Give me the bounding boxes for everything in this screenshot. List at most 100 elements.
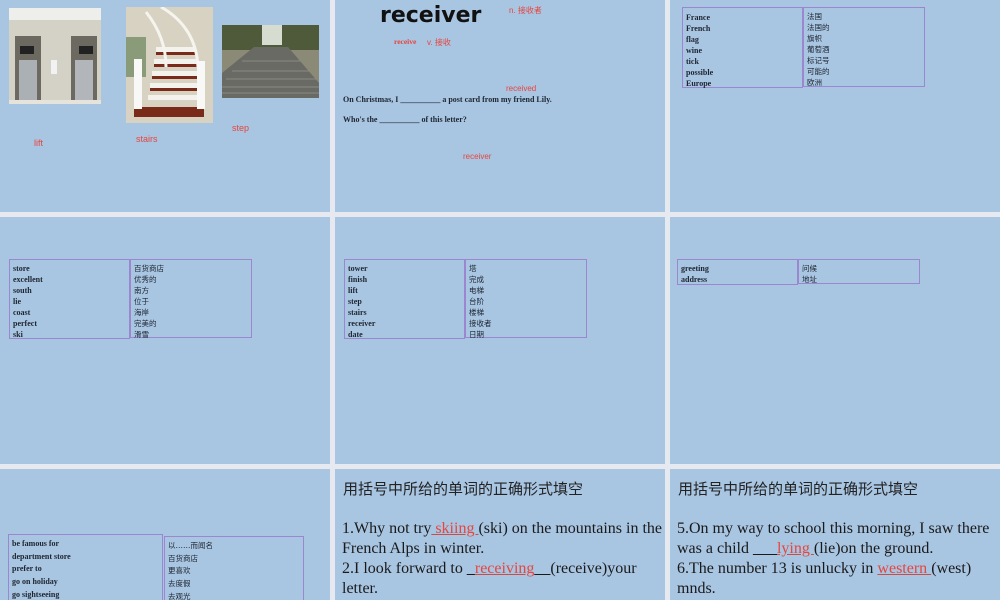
- phrase: go sightseeing: [12, 589, 60, 599]
- exercise-title: 用括号中所给的单词的正确形式填空: [678, 480, 919, 498]
- phrase: department store: [12, 551, 71, 561]
- q6-rest: (west) mnds.: [677, 560, 972, 597]
- vocab-table: store excellent south lie coast perfect …: [9, 259, 252, 339]
- sentence-1-blank: __________: [400, 95, 441, 104]
- slide-2-receiver[interactable]: receiver n. 接收者 receive v. 接收 received O…: [335, 0, 665, 212]
- slide-6-vocab[interactable]: greeting address 问候 地址: [670, 217, 1000, 464]
- vocab-meaning: 标记号: [807, 56, 830, 65]
- vocab-meaning: 塔: [469, 264, 477, 273]
- vocab-word: step: [348, 297, 362, 306]
- vocab-meaning: 南方: [134, 286, 149, 295]
- vocab-meaning: 电梯: [469, 286, 484, 295]
- headword-pos: n. 接收者: [509, 6, 542, 15]
- question-6: 6.The number 13 is unlucky in western (w…: [677, 559, 997, 599]
- q5-answer: lying: [776, 540, 814, 557]
- english-column: be famous for department store prefer to…: [8, 534, 163, 600]
- vocab-meaning: 滑雪: [134, 330, 149, 339]
- q6-answer: western: [877, 560, 932, 577]
- phrase: go on holiday: [12, 577, 58, 587]
- vocab-word: France: [686, 13, 710, 22]
- vocab-word: store: [13, 264, 30, 273]
- q2-rest: (receive)your letter.: [342, 560, 637, 597]
- q2-text: 2.I look forward to: [342, 560, 467, 577]
- chinese-column: 以……而闻名 百货商店 更喜欢 去度假 去观光: [164, 536, 304, 600]
- slide-7-phrases[interactable]: be famous for department store prefer to…: [0, 469, 330, 600]
- vocab-meaning: 法国的: [807, 23, 830, 32]
- vocab-word: lie: [13, 297, 21, 306]
- answer-receiver: receiver: [463, 152, 492, 161]
- sentence-1: On Christmas, I __________ a post card f…: [343, 95, 552, 104]
- vocab-meaning: 海岸: [134, 308, 149, 317]
- exercise-body: 1.Why not try skiing (ski) on the mounta…: [342, 519, 662, 599]
- vocab-word: perfect: [13, 319, 37, 328]
- vocab-meaning: 完美的: [134, 319, 157, 328]
- vocab-meaning: 台阶: [469, 297, 484, 306]
- vocab-word: south: [13, 286, 32, 295]
- q5-blank-pre: ___: [752, 540, 777, 557]
- vocab-meaning: 日期: [469, 330, 484, 339]
- chinese-column: 百货商店 优秀的 南方 位于 海岸 完美的 滑雪: [130, 259, 252, 339]
- phrase-meaning: 以……而闻名: [168, 541, 213, 550]
- sentence-2-blank: __________: [379, 115, 420, 124]
- english-column: France French flag wine tick possible Eu…: [682, 7, 803, 88]
- q5-rest: (lie)on the ground.: [813, 540, 934, 557]
- english-column: tower finish lift step stairs receiver d…: [344, 259, 465, 339]
- vocab-word: address: [681, 275, 708, 284]
- vocab-meaning: 位于: [134, 297, 149, 306]
- q5-text: 5.On my way to school this morning, I sa…: [677, 520, 990, 557]
- q2-blank-post: __: [534, 560, 551, 577]
- vocab-word: greeting: [681, 264, 709, 273]
- sentence-1-start: On Christmas, I: [343, 95, 401, 104]
- chinese-column: 问候 地址: [798, 259, 920, 284]
- vocab-meaning: 优秀的: [134, 275, 157, 284]
- vocab-meaning: 问候: [802, 264, 817, 273]
- slide-8-exercise[interactable]: 用括号中所给的单词的正确形式填空 1.Why not try skiing (s…: [335, 469, 665, 600]
- vocab-word: tick: [686, 57, 699, 66]
- slide-5-vocab[interactable]: tower finish lift step stairs receiver d…: [335, 217, 665, 464]
- answer-received: received: [506, 84, 537, 93]
- sentence-2-end: of this letter?: [419, 115, 467, 124]
- vocab-word: excellent: [13, 275, 43, 284]
- english-column: store excellent south lie coast perfect …: [9, 259, 130, 339]
- slide-1-pictures[interactable]: lift stairs step: [0, 0, 330, 212]
- vocab-word: Europe: [686, 79, 712, 88]
- slide-4-vocab[interactable]: store excellent south lie coast perfect …: [0, 217, 330, 464]
- stairs-photo: [126, 7, 213, 123]
- phrase: be famous for: [12, 539, 60, 548]
- exercise-body: 5.On my way to school this morning, I sa…: [677, 519, 997, 599]
- vocab-table: tower finish lift step stairs receiver d…: [344, 259, 587, 339]
- sentence-2: Who's the __________ of this letter?: [343, 115, 467, 124]
- slide-3-vocab[interactable]: France French flag wine tick possible Eu…: [670, 0, 1000, 212]
- vocab-meaning: 地址: [802, 275, 817, 284]
- phrase-table: be famous for department store prefer to…: [8, 534, 304, 600]
- step-label: step: [232, 123, 250, 133]
- related-word: receive: [394, 37, 417, 46]
- stairs-label: stairs: [136, 134, 158, 144]
- vocab-word: ski: [13, 330, 23, 339]
- related-pos: v. 接收: [427, 38, 451, 47]
- vocab-word: wine: [686, 46, 702, 55]
- vocab-meaning: 法国: [807, 12, 822, 21]
- vocab-word: finish: [348, 275, 368, 284]
- q2-answer: receiving: [474, 560, 535, 577]
- question-1: 1.Why not try skiing (ski) on the mounta…: [342, 519, 662, 559]
- phrase-meaning: 去度假: [168, 579, 191, 589]
- vocab-word: stairs: [348, 308, 367, 317]
- q1-rest: (ski) on the mountains in the French Alp…: [342, 520, 662, 557]
- vocab-meaning: 欧洲: [807, 78, 822, 87]
- step-photo: [222, 25, 319, 98]
- vocab-word: lift: [348, 286, 358, 295]
- question-5: 5.On my way to school this morning, I sa…: [677, 519, 997, 559]
- vocab-word: tower: [348, 264, 368, 273]
- q2-blank-pre: _: [466, 560, 475, 577]
- chinese-column: 塔 完成 电梯 台阶 楼梯 接收者 日期: [465, 259, 587, 339]
- vocab-word: receiver: [348, 319, 376, 328]
- question-2: 2.I look forward to _receiving__(receive…: [342, 559, 662, 599]
- lift-photo: [9, 8, 101, 104]
- slide-9-exercise[interactable]: 用括号中所给的单词的正确形式填空 5.On my way to school t…: [670, 469, 1000, 600]
- english-column: greeting address: [677, 259, 798, 285]
- vocab-word: flag: [686, 35, 699, 44]
- q1-answer: skiing: [431, 520, 479, 537]
- vocab-word: French: [686, 24, 711, 33]
- phrase-meaning: 百货商店: [168, 553, 198, 563]
